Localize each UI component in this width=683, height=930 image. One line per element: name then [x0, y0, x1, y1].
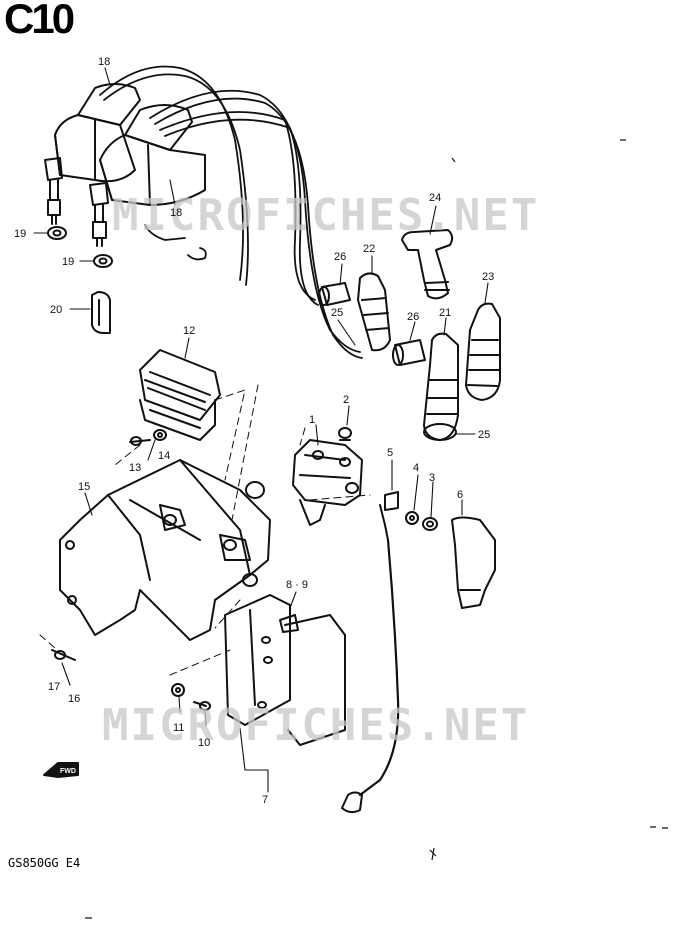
regulator-12: [139, 349, 221, 441]
callout-21: 21: [439, 307, 451, 319]
callout-2: 2: [343, 394, 349, 406]
callout-labels: 18 18 19 19 20 12 13 14 15 26 22 24 23 2…: [14, 56, 494, 806]
plug-cap-23: [465, 302, 501, 401]
forward-arrow-label: FWD: [60, 768, 76, 775]
ignition-coil-front: [44, 83, 141, 225]
seal-26-upper: [318, 282, 351, 306]
page-title: C10: [4, 0, 75, 42]
leader-lines: [33, 67, 489, 793]
alignment-lines: [39, 384, 371, 676]
callout-25-upper: 25: [331, 307, 343, 319]
watermark-upper: MICROFICHES.NET: [112, 190, 539, 241]
callout-13: 13: [129, 462, 141, 474]
callout-25-lower: 25: [478, 429, 490, 441]
callout-3: 3: [429, 472, 435, 484]
nut-19-upper: [47, 226, 67, 240]
callout-19-upper: 19: [14, 228, 26, 240]
callout-22: 22: [363, 243, 375, 255]
nut-19-lower: [93, 254, 113, 268]
bracket-20: [91, 291, 111, 334]
plug-cap-24: [401, 229, 454, 300]
callout-18-top: 18: [98, 56, 110, 68]
callout-11: 11: [173, 722, 184, 734]
callout-26-lower: 26: [407, 311, 419, 323]
callout-24: 24: [429, 192, 441, 204]
callout-5: 5: [387, 447, 393, 459]
washer-14: [153, 429, 167, 441]
callout-18-mid: 18: [170, 207, 182, 219]
washer-4: [405, 511, 419, 525]
callout-23: 23: [482, 271, 494, 283]
screw-13: [129, 436, 151, 446]
screw-2: [338, 427, 352, 441]
bolt-10: [193, 701, 211, 711]
callout-15: 15: [78, 481, 90, 493]
mounting-plate-15: [59, 459, 271, 641]
callout-10: 10: [198, 737, 210, 749]
watermark-lower: MICROFICHES.NET: [102, 700, 529, 751]
igniter-unit-7: [224, 594, 346, 746]
terminal-cover-6: [451, 516, 496, 609]
callout-16: 16: [68, 693, 80, 705]
model-code: GS850GG E4: [8, 856, 81, 870]
forward-arrow-icon: [43, 762, 79, 778]
plug-cap-21: [423, 332, 459, 441]
plug-cap-22: [357, 272, 391, 352]
scan-marks: [85, 139, 668, 919]
washer-11: [171, 683, 185, 697]
callout-1: 1: [309, 414, 315, 426]
screw-16-17: [51, 649, 76, 661]
callout-19-lower: 19: [62, 256, 74, 268]
callout-6: 6: [457, 489, 463, 501]
callout-26-upper: 26: [334, 251, 346, 263]
callout-20: 20: [50, 304, 62, 316]
seal-26-lower: [392, 339, 426, 366]
callout-8-9: 8 · 9: [286, 579, 308, 591]
callout-12: 12: [183, 325, 195, 337]
callout-17: 17: [48, 681, 60, 693]
high-tension-leads: [99, 65, 363, 359]
callout-4: 4: [413, 462, 419, 474]
lead-wire-5: [341, 491, 400, 814]
nut-3: [422, 517, 438, 531]
callout-7: 7: [262, 794, 268, 806]
callout-14: 14: [158, 450, 170, 462]
ignition-coil-rear: [89, 104, 206, 247]
starter-relay-1: [292, 439, 363, 526]
